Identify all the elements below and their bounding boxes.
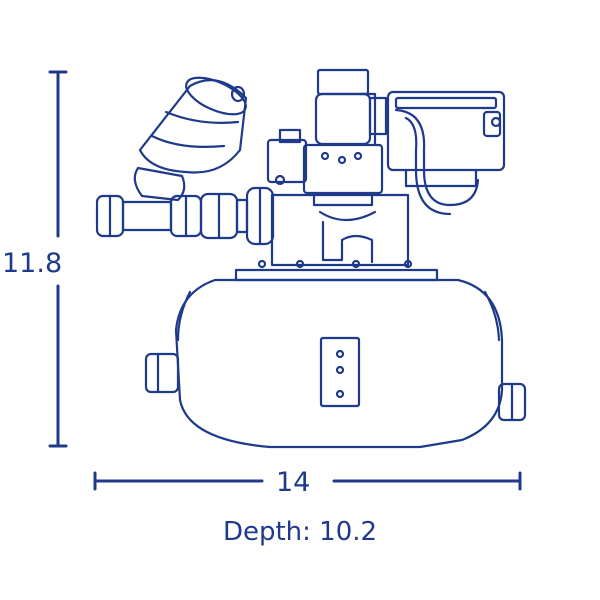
height-dimension-label: 11.8: [2, 248, 63, 279]
width-dimension-label: 14: [276, 467, 311, 498]
junction-box: [386, 90, 506, 188]
angled-check-valve: [133, 76, 248, 202]
pressure-switch-box: [266, 128, 384, 207]
height-dimension-line: [48, 70, 68, 448]
tank-nameplate: [319, 336, 361, 408]
inlet-pipe-fittings: [95, 186, 275, 246]
left-tank-port: [144, 352, 180, 394]
width-dimension-line: [93, 471, 522, 491]
right-tank-port: [497, 382, 527, 422]
pressure-tank: [174, 268, 504, 449]
depth-dimension-label: Depth: 10.2: [222, 517, 378, 547]
power-cable: [394, 108, 480, 216]
motor-housing: [314, 68, 388, 146]
